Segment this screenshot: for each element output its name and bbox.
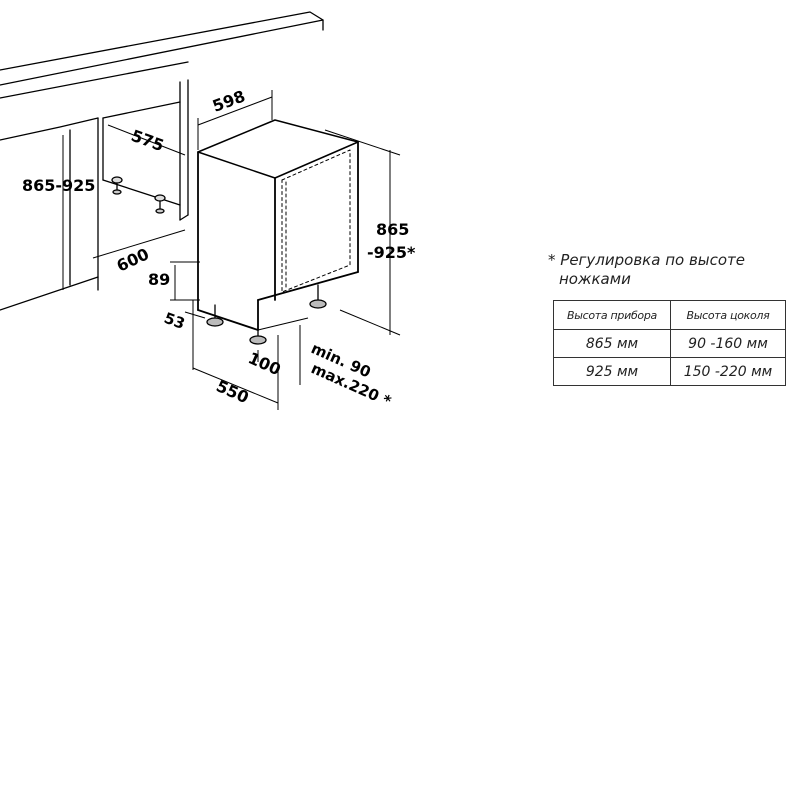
- dishwasher-foot-right: [309, 284, 327, 309]
- dim-598: 598: [210, 86, 248, 115]
- dim-550: 550: [213, 376, 251, 407]
- height-adjustment-note: * Регулировка по высоте ножками: [548, 251, 788, 289]
- note-line-1: * Регулировка по высоте: [548, 251, 746, 269]
- dim-865-925: 865-925: [22, 176, 95, 195]
- header-plinth-height: Высота цоколя: [669, 300, 787, 330]
- dishwasher-foot-front: [249, 329, 267, 345]
- dim-865: 865: [376, 220, 409, 239]
- dim-925: -925*: [367, 243, 416, 262]
- table-row: 865 мм 90 -160 мм: [553, 329, 787, 358]
- height-table: Высота прибора Высота цоколя 865 мм 90 -…: [553, 300, 787, 386]
- table-header-row: Высота прибора Высота цоколя: [553, 300, 787, 330]
- table-row: 925 мм 150 -220 мм: [553, 357, 787, 386]
- cabinet-foot-right: [154, 194, 166, 214]
- header-appliance-height: Высота прибора: [553, 300, 671, 330]
- dim-600: 600: [114, 244, 152, 275]
- dim-53: 53: [162, 309, 188, 333]
- cabinet-foot-left: [111, 176, 123, 195]
- table-cell: 865 мм: [553, 329, 671, 358]
- dishwasher-foot-left: [206, 304, 224, 327]
- dim-575: 575: [129, 126, 167, 155]
- dimension-lines: [62, 90, 401, 410]
- countertop: [0, 11, 324, 99]
- left-cabinet: [0, 117, 99, 311]
- dishwasher-body: [197, 119, 359, 331]
- door-panel-outline: [281, 149, 351, 293]
- table-cell: 925 мм: [553, 357, 671, 386]
- cabinet-side-panel: [102, 79, 189, 221]
- table-cell: 150 -220 мм: [669, 357, 787, 386]
- table-cell: 90 -160 мм: [669, 329, 787, 358]
- dim-89: 89: [148, 270, 170, 289]
- note-line-2: ножками: [559, 270, 631, 288]
